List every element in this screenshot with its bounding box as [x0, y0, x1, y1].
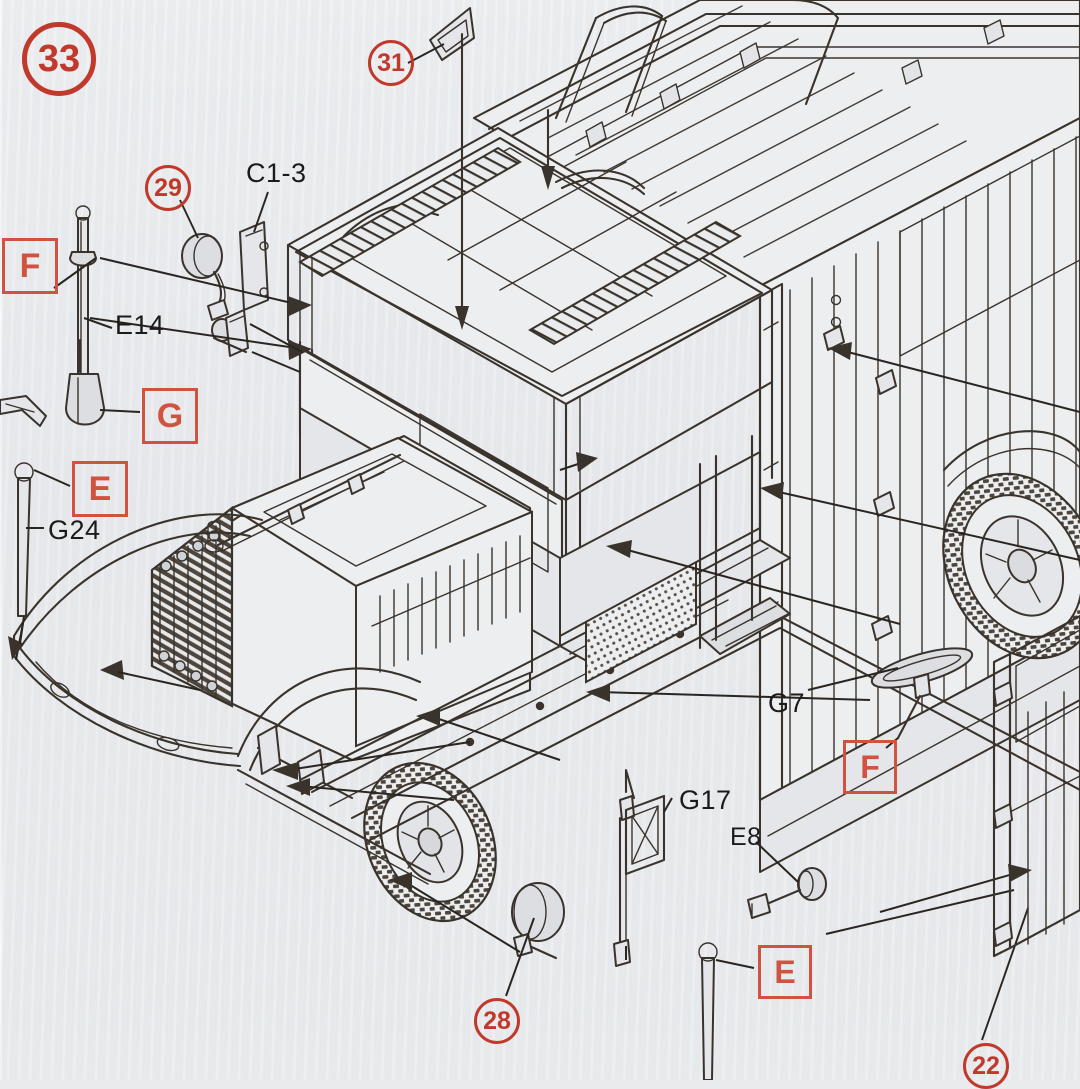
callout-31: 31	[368, 40, 414, 86]
letter-box-g: G	[142, 388, 198, 444]
letter-box-e-upper: E	[72, 461, 128, 517]
callout-29: 29	[145, 165, 191, 211]
letter-box-f-top: F	[2, 238, 58, 294]
callout-31-label: 31	[368, 40, 414, 86]
part-label-g7: G7	[768, 688, 806, 718]
callout-22: 22	[963, 1043, 1009, 1089]
callout-29-label: 29	[145, 165, 191, 211]
callout-step-33-label: 33	[22, 22, 96, 96]
part-label-e8: E8	[730, 823, 762, 851]
part-label-g17: G17	[679, 785, 732, 815]
part-label-g24: G24	[48, 515, 101, 545]
part-label-e14: E14	[115, 310, 165, 340]
callout-step-33: 33	[22, 22, 96, 96]
letter-box-e-lower: E	[758, 945, 812, 999]
part-label-c1-3: C1-3	[246, 158, 307, 188]
callout-22-label: 22	[963, 1043, 1009, 1089]
callout-28: 28	[474, 998, 520, 1044]
letter-box-f-right: F	[843, 740, 897, 794]
callout-28-label: 28	[474, 998, 520, 1044]
